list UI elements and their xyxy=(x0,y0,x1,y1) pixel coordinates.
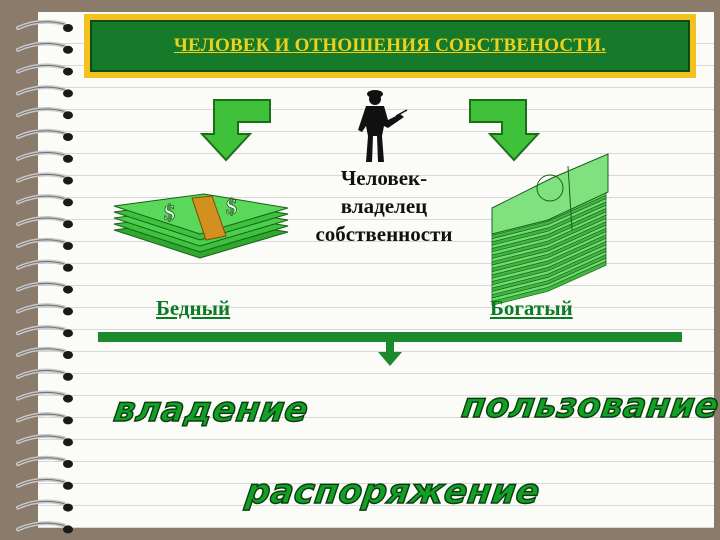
divider-bar xyxy=(98,332,682,366)
bent-arrow-right-icon xyxy=(469,99,541,162)
title-inner: ЧЕЛОВЕК И ОТНОШЕНИЯ СОБСТВЕНОСТИ. xyxy=(90,20,690,72)
rich-label: Богатый xyxy=(490,296,573,320)
money-stack-large-icon xyxy=(491,153,609,306)
right-use: пользование xyxy=(458,385,720,427)
bent-arrow-left-icon xyxy=(199,99,271,162)
owner-label-line: владелец xyxy=(340,194,428,218)
person-silhouette-icon xyxy=(358,90,408,162)
title-banner: ЧЕЛОВЕК И ОТНОШЕНИЯ СОБСТВЕНОСТИ. xyxy=(84,14,696,78)
page-title: ЧЕЛОВЕК И ОТНОШЕНИЯ СОБСТВЕНОСТИ. xyxy=(173,35,607,56)
owner-label-line: Человек- xyxy=(340,166,428,190)
owner-label: Человек- владелец собственности xyxy=(296,164,472,248)
right-disposal: распоряжение xyxy=(242,471,543,513)
money-stack-small-icon: $ $ xyxy=(113,193,289,259)
right-possession: владение xyxy=(110,389,312,431)
poor-label: Бедный xyxy=(156,296,231,320)
svg-text:$: $ xyxy=(226,194,237,219)
svg-text:$: $ xyxy=(164,200,175,225)
owner-label-line: собственности xyxy=(315,222,453,246)
spiral-binding-icon xyxy=(16,19,73,534)
